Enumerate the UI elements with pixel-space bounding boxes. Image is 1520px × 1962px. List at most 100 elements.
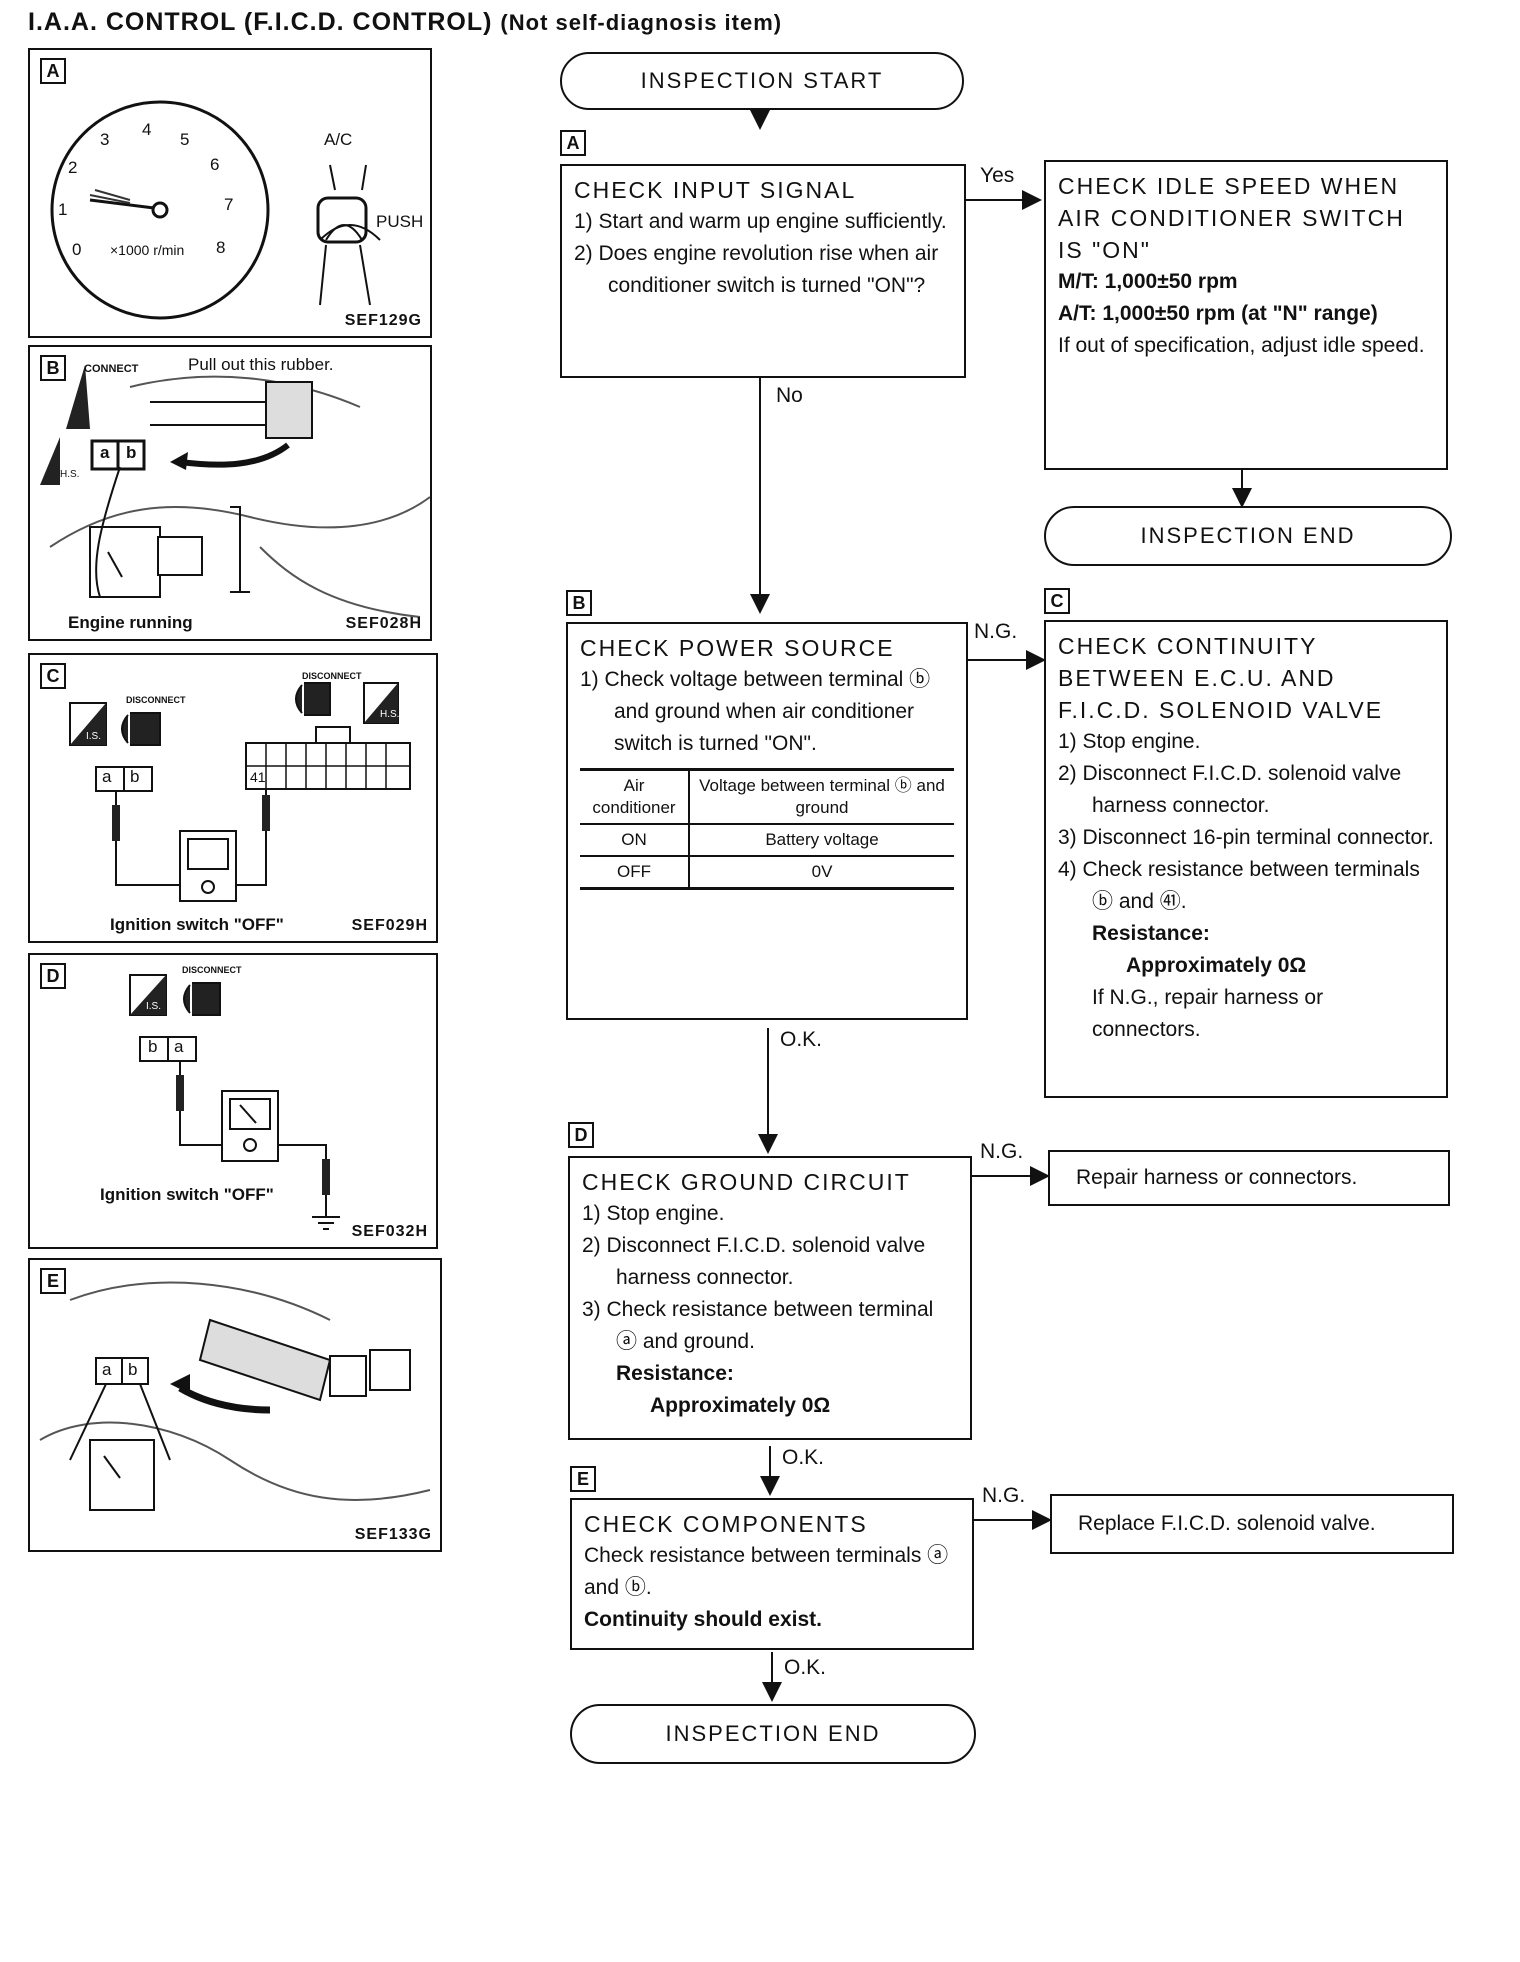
caption-ignition-off-d: Ignition switch "OFF" — [100, 1185, 274, 1204]
cell-voltage-off: 0V — [688, 855, 954, 890]
tick-0: 0 — [72, 240, 82, 259]
panel-d-ground-circuit: D DISCONNECT I.S. b a Ignition switch "O… — [28, 953, 438, 1249]
terminal-b-label-c: b — [130, 767, 140, 786]
replace-solenoid-text: Replace F.I.C.D. solenoid valve. — [1078, 1512, 1376, 1535]
label-ng-e: N.G. — [982, 1484, 1026, 1507]
tick-6: 6 — [210, 155, 220, 174]
pull-out-callout: Pull out this rubber. — [188, 355, 334, 374]
terminal-a-label-d: a — [174, 1037, 184, 1056]
step-c-line-4: 4) Check resistance between terminals ⓑ … — [1058, 858, 1420, 913]
tick-5: 5 — [180, 130, 190, 149]
hs-label: H.S. — [60, 469, 80, 480]
inspection-end-bottom[interactable]: INSPECTION END — [570, 1704, 976, 1764]
label-ng-b: N.G. — [974, 620, 1018, 643]
pin-41-label: 41 — [250, 769, 266, 785]
replace-solenoid-box[interactable]: Replace F.I.C.D. solenoid valve. — [1050, 1494, 1454, 1554]
idle-note: If out of specification, adjust idle spe… — [1058, 334, 1425, 357]
panel-c-continuity: C DISCONNECT DISCONNECT I.S. H.S. a b 41… — [28, 653, 438, 943]
step-e-check-components[interactable]: CHECK COMPONENTS Check resistance betwee… — [570, 1498, 974, 1650]
cell-voltage-on: Battery voltage — [688, 823, 954, 856]
step-b-line-1: 1) Check voltage between terminal ⓑ and … — [580, 668, 931, 755]
repair-harness-text: Repair harness or connectors. — [1076, 1166, 1358, 1189]
tick-4: 4 — [142, 120, 152, 139]
is-label: I.S. — [86, 731, 102, 742]
panel-tag-a: A — [40, 58, 66, 84]
panel-tag-e: E — [40, 1268, 66, 1294]
step-d-line-2: 2) Disconnect F.I.C.D. solenoid valve ha… — [582, 1234, 926, 1289]
figure-code-c: SEF029H — [351, 917, 428, 934]
step-d-check-ground-circuit[interactable]: CHECK GROUND CIRCUIT 1) Stop engine. 2) … — [568, 1156, 972, 1440]
step-d-line-3: 3) Check resistance between terminal ⓐ a… — [582, 1298, 934, 1353]
title-note: (Not self-diagnosis item) — [500, 10, 783, 35]
cell-ac-off: OFF — [580, 855, 690, 890]
tick-2: 2 — [68, 158, 78, 177]
step-e-line-2: Continuity should exist. — [584, 1608, 823, 1631]
idle-heading: CHECK IDLE SPEED WHEN AIR CONDITIONER SW… — [1058, 173, 1405, 263]
engine-bay-illustration — [40, 365, 430, 618]
col-header-voltage: Voltage between terminal ⓑ and ground — [688, 768, 954, 824]
tick-8: 8 — [216, 238, 226, 257]
step-d-resistance-label: Resistance: — [616, 1362, 734, 1385]
inspection-start[interactable]: INSPECTION START — [560, 52, 964, 110]
step-d-resistance-value: Approximately 0Ω — [650, 1394, 831, 1417]
repair-harness-box[interactable]: Repair harness or connectors. — [1048, 1150, 1450, 1206]
step-c-resistance-value: Approximately 0Ω — [1126, 954, 1307, 977]
disconnect-label-d: DISCONNECT — [182, 965, 242, 975]
label-ng-d: N.G. — [980, 1140, 1024, 1163]
hs-label-c: H.S. — [380, 709, 400, 720]
table-header-row: Air conditioner Voltage between terminal… — [580, 768, 954, 824]
step-b-check-power-source[interactable]: CHECK POWER SOURCE 1) Check voltage betw… — [566, 622, 968, 1020]
terminal-a-label-e: a — [102, 1360, 112, 1379]
panel-tag-c: C — [40, 663, 66, 689]
step-e-heading: CHECK COMPONENTS — [584, 1511, 868, 1537]
step-c-resistance-label: Resistance: — [1092, 922, 1210, 945]
push-label: PUSH — [376, 212, 424, 231]
label-ok-d: O.K. — [782, 1446, 825, 1469]
tick-1: 1 — [58, 200, 68, 219]
check-idle-speed-box[interactable]: CHECK IDLE SPEED WHEN AIR CONDITIONER SW… — [1044, 160, 1448, 470]
caption-ignition-off-c: Ignition switch "OFF" — [110, 915, 284, 934]
step-c-line-2: 2) Disconnect F.I.C.D. solenoid valve ha… — [1058, 762, 1402, 817]
label-ok-b: O.K. — [780, 1028, 823, 1051]
panel-a-tachometer: A 0 1 2 3 4 5 6 7 8 ×1000 r/min A/C PUSH… — [28, 48, 432, 338]
step-a-heading: CHECK INPUT SIGNAL — [574, 177, 857, 203]
step-tag-e: E — [570, 1466, 596, 1492]
figure-code-b: SEF028H — [345, 615, 422, 632]
figure-code-e: SEF133G — [354, 1526, 432, 1543]
panel-e-components: E a b SEF133G — [28, 1258, 442, 1552]
step-a-line-1: 1) Start and warm up engine sufficiently… — [574, 210, 947, 233]
step-c-line-1: 1) Stop engine. — [1058, 730, 1201, 753]
title-main: I.A.A. CONTROL (F.I.C.D. CONTROL) — [28, 8, 493, 36]
voltage-spec-table: Air conditioner Voltage between terminal… — [580, 768, 954, 890]
terminal-a-label: a — [100, 443, 110, 462]
figure-code-a: SEF129G — [344, 312, 422, 329]
ac-label: A/C — [324, 130, 353, 149]
label-no: No — [776, 384, 803, 407]
panel-tag-b: B — [40, 355, 66, 381]
is-label-d: I.S. — [146, 1001, 162, 1012]
step-a-check-input-signal[interactable]: CHECK INPUT SIGNAL 1) Start and warm up … — [560, 164, 966, 378]
solenoid-valve-illustration — [39, 1281, 431, 1511]
step-tag-c: C — [1044, 588, 1070, 614]
step-e-line-1: Check resistance between terminals ⓐ and… — [584, 1544, 949, 1599]
step-tag-d: D — [568, 1122, 594, 1148]
ground-test-illustration — [129, 974, 340, 1230]
step-c-note: If N.G., repair harness or connectors. — [1092, 986, 1324, 1041]
panel-b-engine-running: B CONNECT Pull out this rubber. H.S. a b… — [28, 345, 432, 641]
disconnect-label-2: DISCONNECT — [302, 671, 362, 681]
inspection-end-top[interactable]: INSPECTION END — [1044, 506, 1452, 566]
gauge-unit: ×1000 r/min — [110, 242, 185, 258]
step-c-check-continuity[interactable]: CHECK CONTINUITY BETWEEN E.C.U. AND F.I.… — [1044, 620, 1448, 1098]
continuity-test-illustration — [69, 682, 411, 902]
step-tag-b: B — [566, 590, 592, 616]
step-d-heading: CHECK GROUND CIRCUIT — [582, 1169, 911, 1195]
label-ok-e: O.K. — [784, 1656, 827, 1679]
step-d-line-1: 1) Stop engine. — [582, 1202, 725, 1225]
figure-code-d: SEF032H — [351, 1223, 428, 1240]
idle-mt-spec: M/T: 1,000±50 rpm — [1058, 270, 1238, 293]
idle-at-spec: A/T: 1,000±50 rpm (at "N" range) — [1058, 302, 1378, 325]
terminal-b-label-e: b — [128, 1360, 138, 1379]
step-tag-a: A — [560, 130, 586, 156]
page-title: I.A.A. CONTROL (F.I.C.D. CONTROL) (Not s… — [28, 8, 782, 37]
terminal-b-label: b — [126, 443, 137, 462]
